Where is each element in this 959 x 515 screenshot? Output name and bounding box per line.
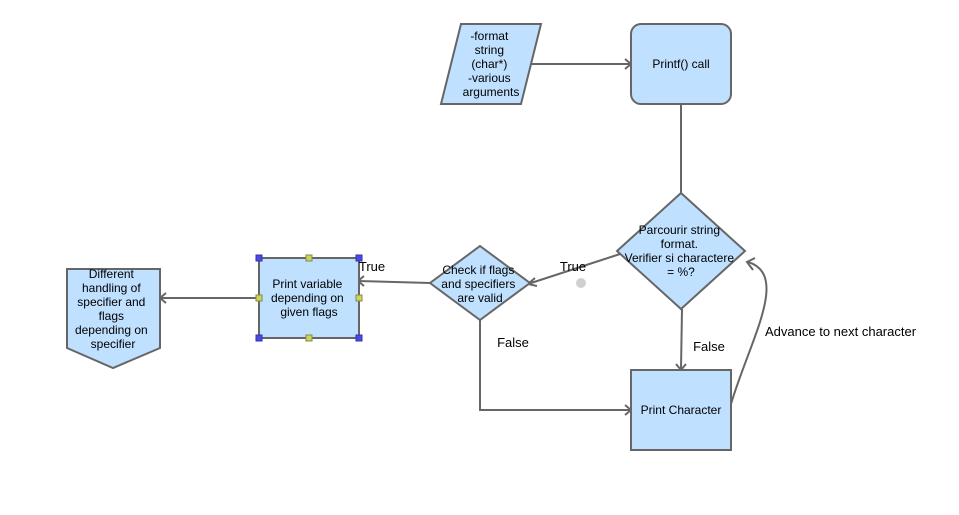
edge-label-advance: Advance to next character bbox=[765, 324, 917, 339]
resize-handle-top[interactable] bbox=[305, 254, 313, 262]
edge-label-check-true: True bbox=[359, 259, 385, 274]
resize-handle-bottom-right[interactable] bbox=[355, 334, 363, 342]
node-check[interactable]: Check if flags and specifiers are valid bbox=[428, 244, 532, 322]
node-parcourir[interactable]: Parcourir string format. Verifier si cha… bbox=[615, 191, 747, 311]
edge-parcourir-to-check[interactable] bbox=[527, 253, 621, 285]
node-different-text: Different handling of specifier and flag… bbox=[75, 267, 151, 351]
resize-handle-top-left[interactable] bbox=[255, 254, 263, 262]
arrow-head bbox=[745, 257, 756, 271]
node-printchar-text: Print Character bbox=[641, 403, 722, 417]
node-parcourir-text: Parcourir string format. Verifier si cha… bbox=[625, 223, 738, 279]
edge-check-to-printchar[interactable] bbox=[479, 320, 630, 411]
node-printf-text: Printf() call bbox=[652, 57, 709, 71]
edge-label-drag-handle[interactable] bbox=[576, 278, 586, 288]
resize-handle-left[interactable] bbox=[255, 294, 263, 302]
resize-handle-bottom-left[interactable] bbox=[255, 334, 263, 342]
resize-handle-top-right[interactable] bbox=[355, 254, 363, 262]
resize-handle-bottom[interactable] bbox=[305, 334, 313, 342]
edge-label-parcourir-false: False bbox=[693, 339, 725, 354]
edge-check-to-printvar[interactable] bbox=[357, 280, 431, 284]
node-input[interactable]: -format string (char*) -various argument… bbox=[439, 23, 543, 105]
node-check-text: Check if flags and specifiers are valid bbox=[441, 263, 518, 305]
edge-advance-loop[interactable] bbox=[730, 261, 768, 405]
edge-parcourir-to-printchar[interactable] bbox=[680, 308, 683, 370]
node-printchar[interactable]: Print Character bbox=[630, 369, 732, 451]
edge-label-check-false: False bbox=[497, 335, 529, 350]
node-different[interactable]: Different handling of specifier and flag… bbox=[66, 267, 161, 370]
edge-label-parcourir-true: True bbox=[560, 259, 586, 274]
node-printvar-text: Print variable depending on given flags bbox=[271, 277, 347, 319]
selection-handles[interactable] bbox=[255, 254, 363, 342]
node-printvar[interactable]: Print variable depending on given flags bbox=[258, 257, 360, 339]
node-input-text: -format string (char*) -various argument… bbox=[463, 29, 520, 99]
resize-handle-right[interactable] bbox=[355, 294, 363, 302]
node-printf[interactable]: Printf() call bbox=[630, 23, 732, 105]
